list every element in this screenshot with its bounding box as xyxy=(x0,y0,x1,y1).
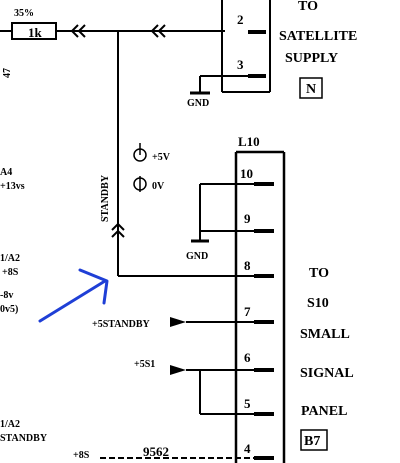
satellite-supply-label: SUPPLY xyxy=(285,51,338,66)
satellite-box xyxy=(299,77,323,99)
pin4-signal-label: +8S xyxy=(73,450,90,461)
left-a1a2-top-label: 1/A2 xyxy=(0,253,20,264)
pin4-component-label: 9562 xyxy=(143,444,169,459)
right-panel-label: PANEL xyxy=(301,404,347,419)
left-partial-label: 47 xyxy=(2,68,13,78)
legend-on-label: +5V xyxy=(152,152,171,163)
left-a1a2-bottom-label: 1/A2 xyxy=(0,419,20,430)
resistor-code-label: 1k xyxy=(28,25,43,40)
left-a4-label: A4 xyxy=(0,167,12,178)
right-box xyxy=(300,429,328,451)
connector-pin-stubs xyxy=(254,182,274,460)
left-13v-label: +13vs xyxy=(0,181,25,192)
connector-pin-7: 7 xyxy=(244,304,251,319)
connector-l10-body xyxy=(234,150,286,463)
satellite-to-label: TO xyxy=(298,0,318,14)
satellite-box-label: N xyxy=(306,82,316,97)
pin6-signal-label: +5S1 xyxy=(134,359,155,370)
legend-symbols xyxy=(133,143,147,192)
pin6-5-wiring xyxy=(186,369,256,415)
legend-off-label: 0V xyxy=(152,181,165,192)
right-box-label: B7 xyxy=(304,434,320,449)
annotation-arrow xyxy=(38,268,109,323)
chevron-arrows-standby xyxy=(111,222,125,238)
satellite-gnd-label: GND xyxy=(187,98,209,109)
top-wiring xyxy=(0,0,271,277)
right-to-label: TO xyxy=(309,266,329,281)
satellite-pin-stubs xyxy=(248,30,266,78)
pin7-signal-label: +5STANDBY xyxy=(92,319,151,330)
connector-pin-6: 6 xyxy=(244,350,251,365)
connector-pin-8: 8 xyxy=(244,258,251,273)
right-small-label: SMALL xyxy=(300,327,350,342)
connector-pin-9: 9 xyxy=(244,211,251,226)
left-standby-label: STANDBY xyxy=(0,433,48,444)
connector-pin-10: 10 xyxy=(240,166,253,181)
resistor-value-label: 35% xyxy=(14,8,34,19)
chevron-arrows-top xyxy=(70,24,166,38)
left-8v-label: -8v xyxy=(0,290,13,301)
pin6-arrow xyxy=(170,365,186,375)
connector-name: L10 xyxy=(238,134,260,149)
right-dest-label: S10 xyxy=(307,296,329,311)
standby-vertical-label: STANDBY xyxy=(100,174,111,222)
satellite-pin-3: 3 xyxy=(237,57,244,72)
satellite-name-label: SATELLITE xyxy=(279,29,357,44)
connector-pin-5: 5 xyxy=(244,396,251,411)
right-signal-label: SIGNAL xyxy=(300,366,354,381)
left-5v-label: 0v5) xyxy=(0,304,18,315)
standby-gnd-label: GND xyxy=(186,251,208,262)
pin10-9-gnd-wiring xyxy=(191,183,256,243)
connector-pin-4: 4 xyxy=(244,441,251,456)
left-8s-label: +8S xyxy=(2,267,19,278)
pin7-arrow xyxy=(170,317,186,327)
satellite-pin-2: 2 xyxy=(237,12,244,27)
